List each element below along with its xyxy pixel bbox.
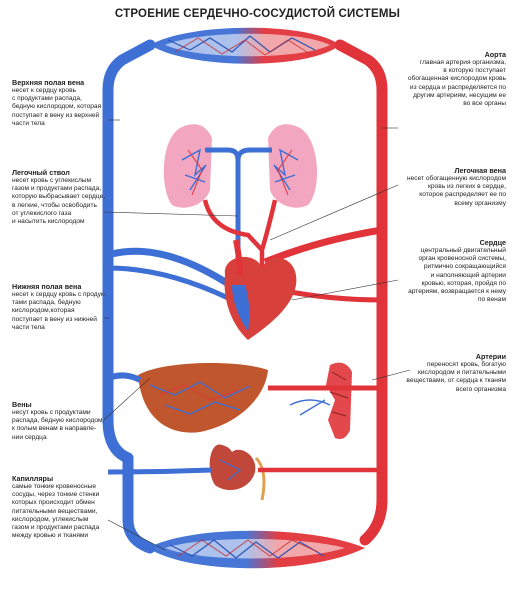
label-vena-cava-inferior: Нижняя полая вена несет к сердцу кровь с… bbox=[12, 282, 112, 332]
label-pulmonary-vein: Легочная вена несет обогащенную кислород… bbox=[398, 166, 506, 208]
arteries-title: Артерии bbox=[475, 352, 506, 361]
label-arteries: Артерии переносят кровь, богатую кислоро… bbox=[398, 352, 506, 394]
label-capillaries: Капилляры самые тонкие кровеносные сосуд… bbox=[12, 474, 112, 540]
aorta-vessel bbox=[334, 39, 388, 546]
leader-lines bbox=[103, 119, 411, 551]
liver bbox=[138, 363, 268, 433]
label-vena-cava-superior: Верхняя полая вена несет к сердцу кровь … bbox=[12, 78, 112, 128]
vena-cava-superior-title: Верхняя полая вена bbox=[12, 78, 85, 87]
label-pulmonary-trunk: Легочный ствол несет кровь с углекислым … bbox=[12, 168, 112, 226]
pulmonary-vein-vessel bbox=[202, 199, 278, 290]
veins-title: Вены bbox=[12, 400, 32, 409]
capillaries-title: Капилляры bbox=[12, 474, 54, 483]
kidney bbox=[209, 444, 266, 501]
aorta-title: Аорта bbox=[484, 50, 506, 59]
label-heart: Сердце центральный двигательный орган кр… bbox=[398, 238, 506, 304]
heart bbox=[224, 239, 297, 340]
diagram-title: СТРОЕНИЕ СЕРДЕЧНО-СОСУДИСТОЙ СИСТЕМЫ bbox=[114, 8, 401, 20]
pulmonary-trunk-title: Легочный ствол bbox=[12, 168, 70, 177]
pulmonary-vein-title: Легочная вена bbox=[454, 166, 506, 175]
label-veins: Вены несут кровь с продуктами распада, б… bbox=[12, 400, 112, 442]
lower-body-capillary-bed bbox=[148, 530, 365, 569]
vena-cava-superior-vessel bbox=[102, 39, 156, 464]
lungs bbox=[163, 124, 318, 208]
pulmonary-trunk-vessel bbox=[205, 147, 272, 300]
upper-body-capillary-bed bbox=[150, 27, 340, 64]
vena-cava-inferior-title: Нижняя полая вена bbox=[12, 282, 82, 291]
heart-title: Сердце bbox=[479, 238, 506, 247]
label-aorta: Аорта главная артерия организма, в котор… bbox=[398, 50, 506, 108]
intestine bbox=[289, 362, 352, 439]
